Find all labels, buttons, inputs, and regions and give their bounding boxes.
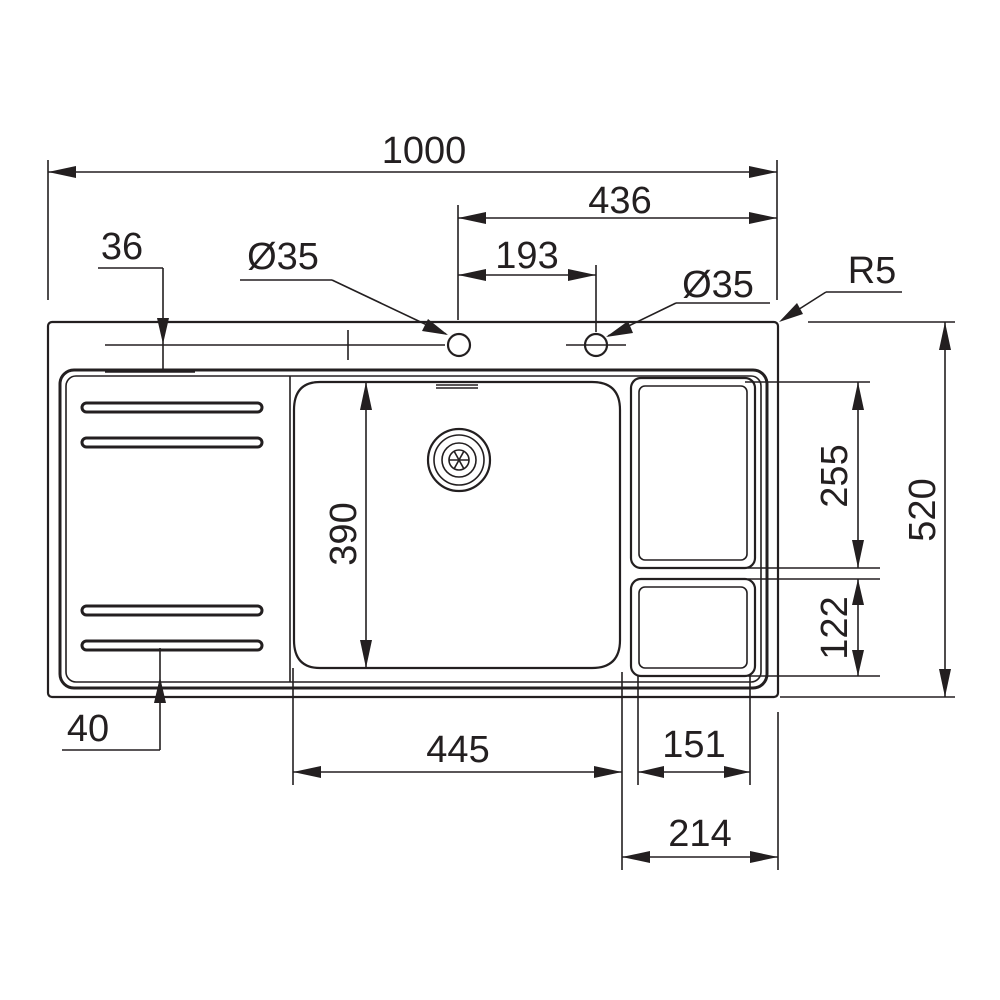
dim-corner-radius: R5 (779, 250, 902, 322)
dim-tap-hole-right: Ø35 (606, 264, 770, 337)
dim-label: 445 (426, 729, 489, 771)
dim-tap-offset: 436 (457, 180, 777, 320)
dim-label: 36 (101, 226, 143, 268)
dim-overall-depth: 520 (780, 321, 955, 698)
sink-outline (46, 320, 780, 699)
dim-label: 193 (495, 235, 558, 277)
dim-label: 390 (323, 502, 365, 565)
drainer-groove (80, 604, 264, 617)
drainer-area (80, 376, 291, 682)
dim-label: 214 (668, 813, 731, 855)
drainer-groove (80, 436, 264, 449)
dim-small-bowl-width: 151 (637, 676, 751, 785)
dim-drainer-edge: 40 (62, 648, 166, 751)
dim-label: Ø35 (247, 236, 319, 278)
dim-label: 40 (67, 708, 109, 750)
dim-label: 122 (814, 596, 856, 659)
main-bowl (292, 380, 622, 670)
dim-label: 151 (662, 724, 725, 766)
dim-label: 1000 (382, 130, 467, 172)
dim-tap-spacing: 193 (458, 235, 597, 332)
sink-inner-border-2 (65, 375, 762, 683)
dim-overall-width: 1000 (47, 130, 778, 300)
small-bowl-bottom-outer (629, 577, 757, 678)
dim-small-bowl-bottom: 122 (748, 578, 880, 677)
dim-label: 436 (588, 180, 651, 222)
tap-hole-left (446, 332, 472, 358)
small-bowls (629, 376, 757, 678)
dim-small-bowl-top: 255 (745, 381, 880, 569)
dim-label: R5 (848, 250, 897, 292)
dim-side-width: 214 (622, 712, 779, 870)
dim-bowl-depth: 390 (323, 382, 372, 668)
main-bowl-outline (292, 380, 622, 670)
tap-holes (105, 330, 626, 360)
dim-edge-offset: 36 (98, 226, 195, 373)
dim-label: 255 (814, 444, 856, 507)
dim-bowl-width: 445 (292, 668, 623, 870)
dim-label: 520 (902, 478, 944, 541)
sink-outer-rim (46, 320, 780, 699)
drainer-groove (80, 401, 264, 414)
small-bowl-top-outer (629, 376, 757, 570)
dim-tap-hole-left: Ø35 (240, 236, 448, 335)
sink-inner-border (58, 368, 769, 690)
drain-icon (426, 427, 492, 493)
small-bowl-top-inner (638, 385, 748, 561)
small-bowl-bottom-inner (638, 586, 748, 669)
dim-label: Ø35 (682, 264, 754, 306)
drainer-groove (80, 639, 264, 652)
